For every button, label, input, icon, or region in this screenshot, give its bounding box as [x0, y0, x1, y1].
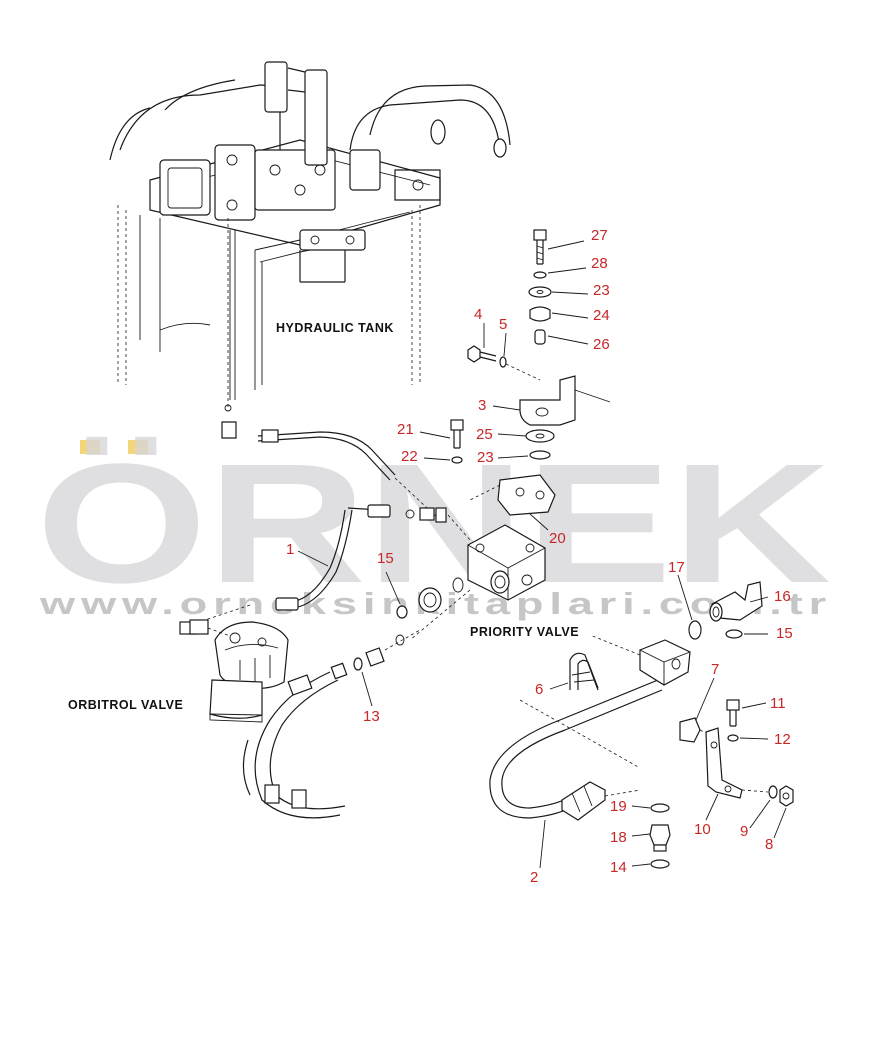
hydraulic-tank-drawing: [109, 61, 511, 439]
bolt-stack-upper: [450, 229, 611, 464]
callout-23-lower: 23: [477, 449, 494, 466]
callout-12: 12: [774, 731, 791, 748]
callout-15-left: 15: [377, 550, 394, 567]
callout-15-right: 15: [776, 625, 793, 642]
callout-16: 16: [774, 588, 791, 605]
callout-10: 10: [694, 821, 711, 838]
callout-23-upper: 23: [593, 282, 610, 299]
hose-1: [179, 429, 441, 635]
callout-11: 11: [770, 695, 786, 712]
callout-20: 20: [549, 530, 566, 547]
callout-28: 28: [591, 255, 608, 272]
tube-2: [489, 581, 794, 869]
callout-24: 24: [593, 307, 610, 324]
watermark-dot-right: [128, 440, 148, 454]
priority-valve-drawing: [396, 474, 556, 641]
callout-21: 21: [397, 421, 414, 438]
hydraulic-tank-label: HYDRAULIC TANK: [276, 321, 394, 335]
callout-2: 2: [530, 869, 538, 886]
callout-19: 19: [610, 798, 627, 815]
callout-6: 6: [535, 681, 543, 698]
callout-17: 17: [668, 559, 685, 576]
callout-5: 5: [499, 316, 507, 333]
callout-27: 27: [591, 227, 608, 244]
callout-4: 4: [474, 306, 482, 323]
callout-14: 14: [610, 859, 627, 876]
callout-25: 25: [476, 426, 493, 443]
callout-1: 1: [286, 541, 294, 558]
callout-numbers: 27 28 23 24 26 4 5 3 21 25 22 23 20 1 15…: [286, 227, 793, 886]
callout-8: 8: [765, 836, 773, 853]
priority-valve-label: PRIORITY VALVE: [470, 625, 579, 639]
callout-13: 13: [363, 708, 380, 725]
watermark-logo: ÖRNEK: [36, 429, 831, 619]
orbitrol-valve-drawing: [189, 619, 421, 819]
callout-26: 26: [593, 336, 610, 353]
orbitrol-valve-label: ORBITROL VALVE: [68, 698, 183, 712]
callout-18: 18: [610, 829, 627, 846]
callout-3: 3: [478, 397, 486, 414]
watermark-dot-left: [80, 440, 100, 454]
leader-lines: [297, 240, 787, 869]
callout-7: 7: [711, 661, 719, 678]
callout-22: 22: [401, 448, 418, 465]
callout-9: 9: [740, 823, 748, 840]
